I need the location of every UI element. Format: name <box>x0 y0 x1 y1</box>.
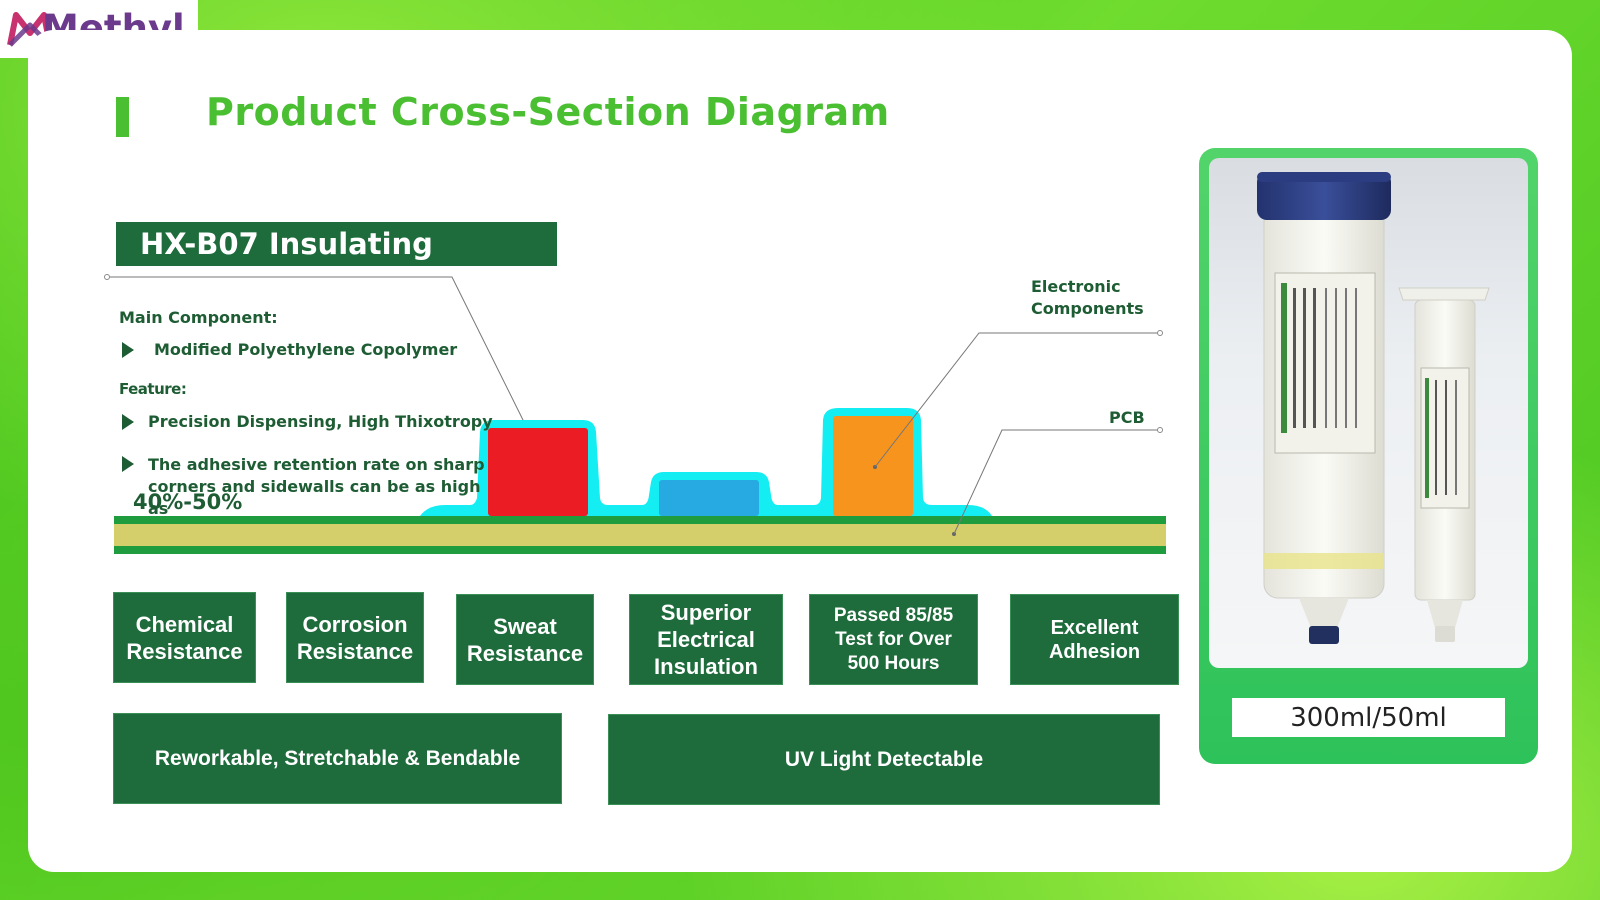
feature-label: Feature: <box>119 380 187 398</box>
feature-tile-uv-detectable: UV Light Detectable <box>608 714 1160 805</box>
label-pcb: PCB <box>1109 408 1145 427</box>
pcb-core-layer <box>114 524 1166 546</box>
bullet-triangle-icon <box>122 456 134 472</box>
pcb-bottom-layer <box>114 546 1166 554</box>
leader-dot <box>104 274 110 280</box>
leader-dot <box>1157 330 1163 336</box>
feature-tile-reworkable: Reworkable, Stretchable & Bendable <box>113 713 562 804</box>
product-photo <box>1209 158 1528 668</box>
product-photo-frame: 300ml/50ml <box>1199 148 1538 764</box>
product-size-label: 300ml/50ml <box>1232 698 1505 737</box>
leader-line-coating <box>110 276 526 425</box>
leader-dot <box>1157 427 1163 433</box>
feature-tile-chemical-resistance: Chemical Resistance <box>113 592 256 683</box>
component-orange <box>833 416 913 516</box>
component-blue <box>659 480 759 516</box>
retention-rate-value: 40%-50% <box>133 490 243 514</box>
page-title: Product Cross-Section Diagram <box>206 90 890 134</box>
title-accent-bar <box>116 97 129 137</box>
feature-tile-electrical-insulation: Superior Electrical Insulation <box>629 594 783 685</box>
feature-tile-corrosion-resistance: Corrosion Resistance <box>286 592 424 683</box>
bullet-triangle-icon <box>122 414 134 430</box>
main-component-value: Modified Polyethylene Copolymer <box>154 340 458 359</box>
main-component-label: Main Component: <box>119 308 278 327</box>
leader-line-components <box>874 332 1160 468</box>
label-electronic-components: Electronic Components <box>1031 277 1144 318</box>
feature-item: Precision Dispensing, High Thixotropy <box>148 412 493 431</box>
feature-tile-excellent-adhesion: Excellent Adhesion <box>1010 594 1179 685</box>
feature-item: The adhesive retention rate on sharp cor… <box>148 455 485 518</box>
feature-tile-85-85-test: Passed 85/85 Test for Over 500 Hours <box>809 594 978 685</box>
leader-line-pcb <box>953 429 1160 535</box>
feature-tile-sweat-resistance: Sweat Resistance <box>456 594 594 685</box>
bullet-triangle-icon <box>122 342 134 358</box>
product-bottles-image <box>1257 172 1490 644</box>
component-red <box>488 428 588 516</box>
pcb-top-layer <box>114 516 1166 524</box>
